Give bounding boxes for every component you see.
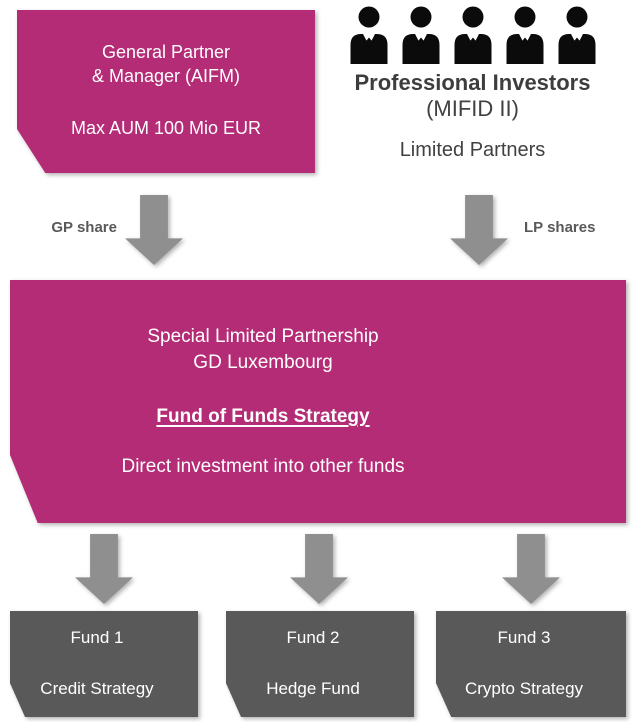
slp-box-wrapper: Special Limited Partnership GD Luxembour… <box>10 280 626 523</box>
special-limited-partnership-box: Special Limited Partnership GD Luxembour… <box>10 280 626 523</box>
gp-share-label: GP share <box>51 219 117 236</box>
gp-box-line2: & Manager (AIFM) <box>91 66 241 86</box>
investor-person-icon <box>558 6 595 64</box>
investor-person-icon <box>350 6 387 64</box>
fund1-name: Fund 1 <box>70 628 124 647</box>
fund1-box: Fund 1 Credit Strategy <box>10 611 198 717</box>
gp-box-wrapper: General Partner & Manager (AIFM) Max AUM… <box>17 10 315 173</box>
fund2-box: Fund 2 Hedge Fund <box>226 611 414 717</box>
slp-strategy: Fund of Funds Strategy <box>156 406 370 427</box>
down-arrow-gp-icon <box>125 195 183 265</box>
down-arrow-fund2-icon <box>290 534 348 604</box>
slp-line1: Special Limited Partnership <box>147 326 379 347</box>
investor-icons-row <box>346 6 600 64</box>
lp-shares-label: LP shares <box>524 219 596 236</box>
down-arrow-fund3-icon <box>502 534 560 604</box>
lp-arrow-wrapper <box>450 195 508 265</box>
investors-role: Limited Partners <box>399 139 546 161</box>
investors-subtitle: (MIFID II) <box>426 96 519 121</box>
gp-arrow-wrapper <box>125 195 183 265</box>
down-arrow-lp-icon <box>450 195 508 265</box>
fund1-strategy: Credit Strategy <box>40 679 154 698</box>
fund1-arrow-wrapper <box>75 534 133 604</box>
slp-line2: GD Luxembourg <box>193 352 333 373</box>
gp-box-aum: Max AUM 100 Mio EUR <box>70 118 262 138</box>
fund1-box-wrapper: Fund 1 Credit Strategy <box>10 611 198 717</box>
gp-box-line1: General Partner <box>101 42 231 62</box>
down-arrow-fund1-icon <box>75 534 133 604</box>
investor-person-icon <box>454 6 491 64</box>
fund3-name: Fund 3 <box>497 628 551 647</box>
fund2-strategy: Hedge Fund <box>266 679 360 698</box>
fund2-name: Fund 2 <box>286 628 340 647</box>
investors-group: Professional Investors (MIFID II) Limite… <box>330 6 615 162</box>
fund3-box: Fund 3 Crypto Strategy <box>436 611 626 717</box>
fund3-arrow-wrapper <box>502 534 560 604</box>
investor-person-icon <box>506 6 543 64</box>
fund3-strategy: Crypto Strategy <box>464 679 584 698</box>
fund3-box-wrapper: Fund 3 Crypto Strategy <box>436 611 626 717</box>
slp-description: Direct investment into other funds <box>121 456 405 477</box>
fund2-box-wrapper: Fund 2 Hedge Fund <box>226 611 414 717</box>
investor-person-icon <box>402 6 439 64</box>
fund2-arrow-wrapper <box>290 534 348 604</box>
investors-title: Professional Investors <box>354 70 591 95</box>
general-partner-box: General Partner & Manager (AIFM) Max AUM… <box>17 10 315 173</box>
